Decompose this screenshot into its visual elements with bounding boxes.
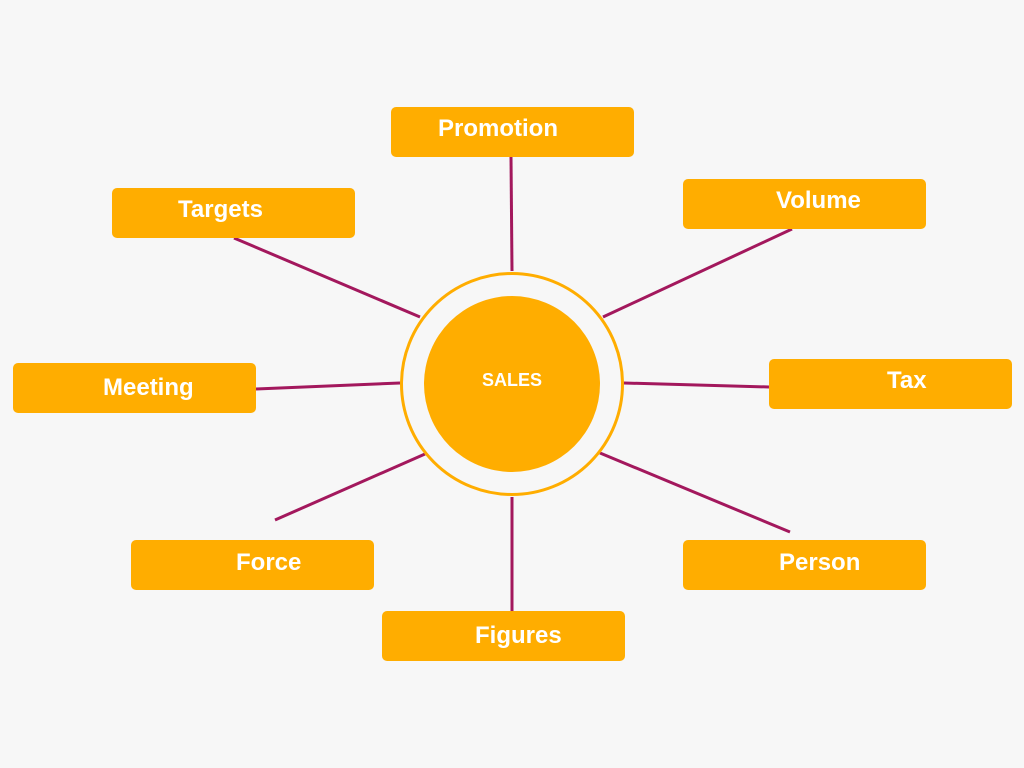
connector-person bbox=[599, 451, 791, 534]
connector-tax bbox=[623, 381, 770, 389]
node-force-label: Force bbox=[236, 549, 302, 576]
node-targets[interactable]: Targets bbox=[112, 188, 355, 238]
connector-promotion bbox=[509, 156, 514, 272]
connector-force bbox=[274, 452, 426, 522]
node-meeting-label: Meeting bbox=[103, 374, 194, 401]
sales-hub[interactable]: SALES bbox=[424, 296, 600, 472]
connector-meeting bbox=[255, 381, 401, 391]
node-person[interactable]: Person bbox=[683, 540, 926, 590]
sales-hub-label: SALES bbox=[481, 370, 542, 390]
node-tax[interactable]: Tax bbox=[769, 359, 1012, 409]
connector-targets bbox=[233, 236, 421, 319]
node-volume-label: Volume bbox=[776, 187, 861, 214]
sales-hub-ring bbox=[400, 272, 624, 496]
node-volume[interactable]: Volume bbox=[683, 179, 926, 229]
node-force[interactable]: Force bbox=[131, 540, 374, 590]
node-promotion-label: Promotion bbox=[438, 115, 558, 142]
node-tax-label: Tax bbox=[887, 367, 927, 394]
node-person-label: Person bbox=[779, 549, 861, 576]
node-meeting[interactable]: Meeting bbox=[13, 363, 256, 413]
connector-volume bbox=[602, 227, 793, 319]
node-figures-label: Figures bbox=[475, 622, 562, 649]
node-figures[interactable]: Figures bbox=[382, 611, 625, 661]
node-targets-label: Targets bbox=[178, 196, 263, 223]
node-promotion[interactable]: Promotion bbox=[391, 107, 634, 157]
